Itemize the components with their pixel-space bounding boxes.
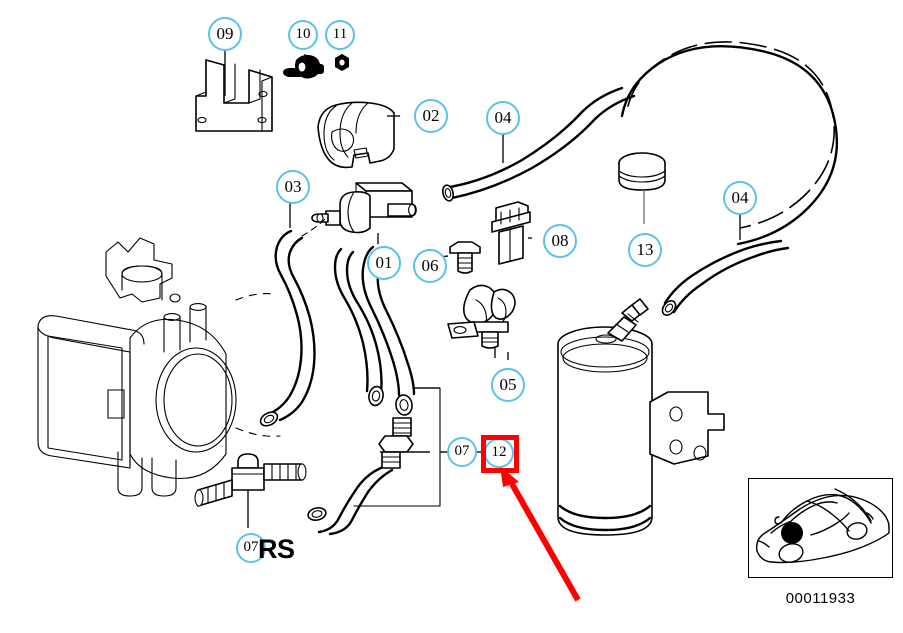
part-03-vacuum-hose — [259, 190, 327, 427]
rs-label: RS — [258, 534, 295, 564]
callout-04-lower[interactable]: 04 — [723, 181, 757, 215]
part-08-diagnosis-module — [491, 201, 532, 265]
callout-11[interactable]: 11 — [325, 20, 355, 50]
part-13-cap — [618, 152, 666, 224]
callout-04-upper[interactable]: 04 — [486, 101, 520, 135]
connector-piece-07-upper — [378, 417, 414, 469]
purge-hose-right — [307, 245, 416, 536]
callout-03[interactable]: 03 — [276, 170, 310, 204]
part-09-bracket-plate — [195, 51, 273, 132]
activated-carbon-canister — [557, 298, 725, 536]
callout-06[interactable]: 06 — [413, 249, 447, 283]
callout-02[interactable]: 02 — [414, 99, 448, 133]
part-04-vent-hose-upper — [441, 86, 636, 202]
callout-09[interactable]: 09 — [208, 17, 242, 51]
callout-07-upper[interactable]: 07 — [447, 437, 477, 467]
vent-hose-long-run — [620, 41, 839, 246]
part-01-purge-valve — [311, 182, 417, 244]
highlight-box-part-12 — [481, 435, 519, 473]
callout-05[interactable]: 05 — [491, 368, 525, 402]
part-04-vent-hose-lower — [661, 198, 790, 316]
part-07-rs-connector — [194, 453, 307, 528]
diagram-id-label: 00011933 — [785, 590, 856, 607]
part-11-nut — [335, 54, 349, 71]
part-05-clamp-bracket — [447, 284, 516, 358]
part-06-hex-bolt — [432, 241, 481, 274]
callout-01[interactable]: 01 — [367, 246, 401, 280]
vehicle-location-inset — [748, 478, 893, 578]
location-dot-icon — [781, 522, 803, 544]
callout-10[interactable]: 10 — [288, 20, 318, 50]
part-10-grommet — [283, 54, 324, 79]
vehicle-outline-icon — [755, 488, 890, 564]
callout-13[interactable]: 13 — [628, 233, 662, 267]
purge-hose-middle — [333, 247, 384, 407]
callout-08[interactable]: 08 — [543, 224, 577, 258]
callout-07-lower[interactable]: 07 — [236, 533, 266, 563]
part-02-rubber-holder — [317, 101, 400, 169]
throttle-body-assembly — [37, 237, 281, 497]
